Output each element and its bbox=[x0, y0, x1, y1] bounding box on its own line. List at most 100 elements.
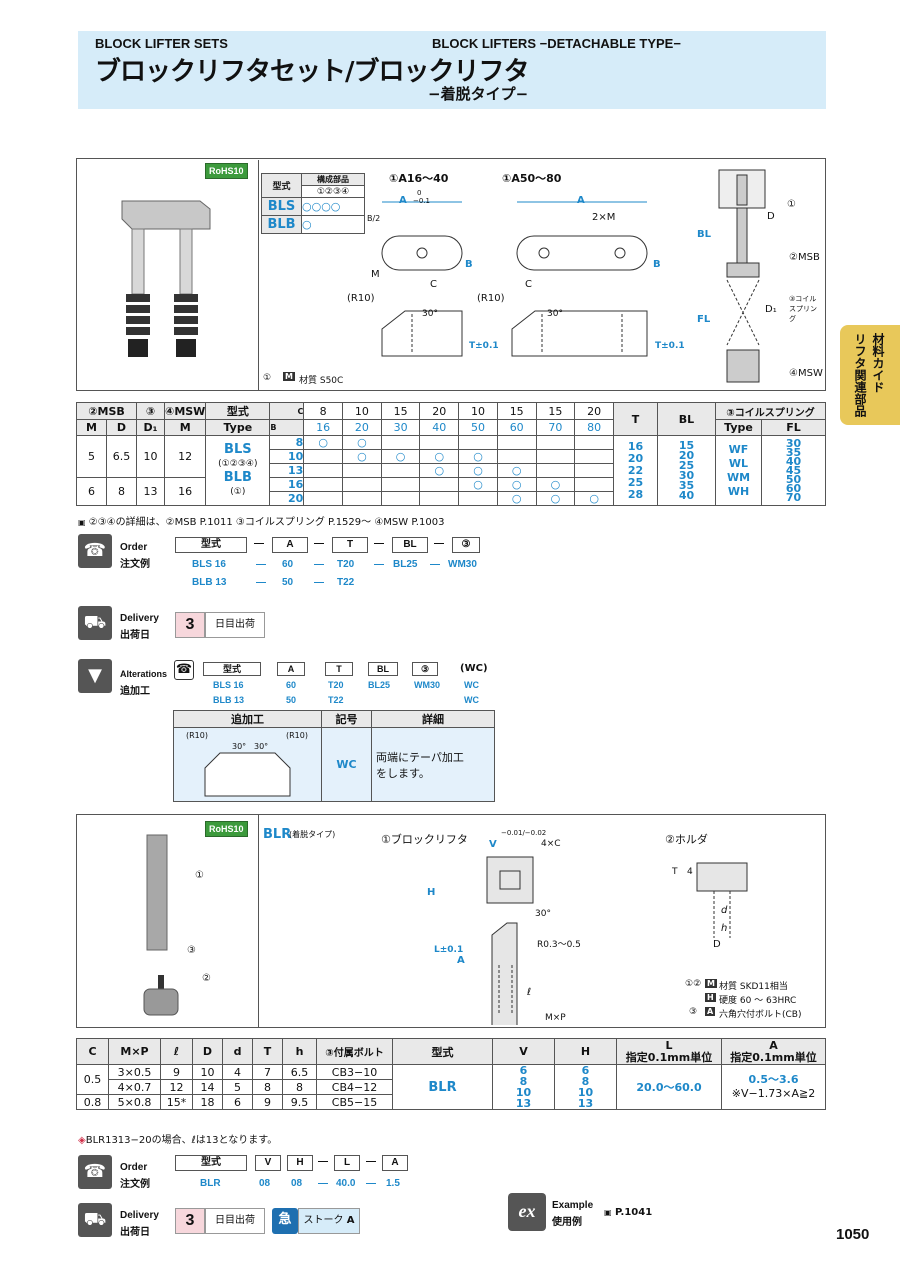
holder-dim-h: h bbox=[721, 923, 728, 934]
dim-a-fig2: A bbox=[577, 195, 585, 206]
order-box-a: A bbox=[272, 537, 308, 553]
dim-t-fig2: T±0.1 bbox=[655, 341, 685, 351]
alterations-label-en: Alterations bbox=[120, 669, 168, 679]
blr-c: 0.8 bbox=[76, 1094, 109, 1110]
spec-fl-val: 50 bbox=[785, 473, 802, 486]
spec-c-val: 20 bbox=[419, 402, 460, 420]
blr-h: H bbox=[554, 1038, 617, 1065]
blr-l: 15* bbox=[160, 1094, 193, 1110]
spec-h-fl: FL bbox=[761, 419, 826, 436]
blr-h: ℓ bbox=[160, 1038, 193, 1065]
alt-box-a: A bbox=[277, 662, 305, 676]
dim-a-fig1: A bbox=[399, 195, 407, 206]
spec-m: 6 bbox=[76, 477, 107, 506]
spec-c-val: 10 bbox=[458, 402, 498, 420]
phone-icon: ☎ bbox=[78, 534, 112, 568]
drill-icon: ▼ bbox=[78, 659, 112, 693]
material-note: 材質 S50C bbox=[299, 376, 344, 386]
blr-h-a-sub: 指定0.1mm単位 bbox=[730, 1050, 817, 1064]
spec-mark bbox=[574, 435, 614, 450]
dim-tol-01: −0.1 bbox=[413, 197, 430, 205]
blr-note-nums: ①② bbox=[685, 979, 702, 989]
blr-h: 9.5 bbox=[282, 1094, 317, 1110]
blr-dim-ell: ℓ bbox=[527, 987, 532, 998]
blr-d: 6 bbox=[222, 1094, 253, 1110]
spec-mark: ○ bbox=[458, 449, 498, 464]
blr-mp: 3×0.5 bbox=[108, 1064, 161, 1080]
page-header: BLOCK LIFTER SETS BLOCK LIFTERS −DETACHA… bbox=[78, 31, 826, 109]
spec-fl-val: 45 bbox=[785, 464, 802, 477]
blr-h: T bbox=[252, 1038, 283, 1065]
order2-ex-h: 08 bbox=[291, 1178, 303, 1189]
spec-mark: ○ bbox=[303, 435, 344, 450]
category-side-tab[interactable]: 材料カイド リフタ関連部品 bbox=[840, 325, 900, 425]
alt-wc: (WC) bbox=[460, 663, 488, 674]
alt-ex2: WC bbox=[464, 695, 479, 705]
blr-T: 7 bbox=[252, 1064, 283, 1080]
order-ex1-bl: BL25 bbox=[393, 559, 418, 570]
blr-title-sub: (着脱タイプ) bbox=[289, 830, 336, 839]
parts-nums: ①②③④ bbox=[301, 185, 365, 198]
example-label-jp: 使用例 bbox=[552, 1217, 582, 1228]
stock-text: ストーク bbox=[303, 1215, 344, 1226]
example-page: P.1041 bbox=[615, 1207, 653, 1218]
example-label-en: Example bbox=[552, 1200, 594, 1211]
assy-label-msb: ②MSB bbox=[789, 252, 820, 263]
order-ex1-a: 60 bbox=[282, 559, 294, 570]
dim-r10-fig2: (R10) bbox=[477, 293, 505, 304]
spec-mark bbox=[458, 435, 498, 450]
fig1-title: ①A16～40 bbox=[389, 172, 449, 185]
spec-c-val: 8 bbox=[303, 402, 344, 420]
dim-30-fig2: 30° bbox=[547, 309, 563, 319]
spec-note: ▣ ②③④の詳細は、②MSB P.1011 ③コイルスプリング P.1529～ … bbox=[78, 517, 445, 528]
holder-dim-t: T bbox=[672, 867, 678, 877]
blr-dim-30: 30° bbox=[535, 909, 551, 919]
spec-mark: ○ bbox=[342, 449, 382, 464]
holder-dim-D: D bbox=[713, 939, 721, 950]
dim-b2: B/2 bbox=[367, 214, 381, 223]
spec-h-c: C bbox=[269, 402, 305, 420]
dim-30-fig1: 30° bbox=[422, 309, 438, 319]
spec-b-val: 16 bbox=[269, 477, 305, 492]
dim-r10-fig1: (R10) bbox=[347, 293, 375, 304]
spec-d1: 10 bbox=[136, 435, 165, 478]
spec-b-val: 10 bbox=[269, 449, 305, 464]
wc-taper-drawing bbox=[204, 752, 290, 797]
example-link[interactable]: ▣ P.1041 bbox=[604, 1207, 653, 1218]
order-box-bl: BL bbox=[392, 537, 428, 553]
spec-table-bls-blb: ②MSB ③ ④MSW 型式 C 8 10 15 20 10 15 15 20 … bbox=[76, 402, 826, 506]
product-photo-blr bbox=[143, 834, 179, 1016]
spec-mark: ○ bbox=[458, 477, 498, 492]
spec-mark bbox=[380, 435, 421, 450]
spec-c-val: 20 bbox=[574, 402, 614, 420]
order-ex1-t: T20 bbox=[337, 559, 355, 570]
blr-h-l-sub: 指定0.1mm単位 bbox=[625, 1050, 713, 1064]
blr-h-a: A bbox=[769, 1038, 778, 1052]
spec-h-coil: ③コイルスプリング bbox=[715, 402, 826, 420]
blr-v: 10 bbox=[515, 1086, 532, 1099]
alt-r10-left: (R10) bbox=[186, 731, 208, 740]
product-panel-blr: RoHS10 ① ③ ② BLR (着脱タイプ) ①ブロックリフタ ②ホルダ V… bbox=[76, 814, 826, 1028]
alt-ex1: T20 bbox=[328, 680, 344, 690]
blr-h: d bbox=[222, 1038, 253, 1065]
alt-detail-2: をします。 bbox=[376, 766, 430, 780]
order-box-coil: ③ bbox=[452, 537, 480, 553]
parts-table: 型式 構成部品 ①②③④ BLS○○○○ BLB○ bbox=[261, 173, 365, 234]
alt-ex1: WC bbox=[464, 680, 479, 690]
spec-a-val: 60 bbox=[496, 419, 537, 436]
order2-ex-type: BLR bbox=[200, 1178, 221, 1189]
spec-fl-val: 70 bbox=[785, 491, 802, 504]
type-blb: BLB bbox=[223, 469, 252, 485]
order-ex2-t: T22 bbox=[337, 577, 355, 588]
spec-h-type: Type bbox=[205, 419, 271, 436]
stock-a: A bbox=[346, 1215, 355, 1226]
spec-b-val: 13 bbox=[269, 463, 305, 478]
spec-fl-val: 30 bbox=[785, 437, 802, 450]
product-panel-bls-blb: RoHS10 型式 構成部品 ①②③④ BLS○○○○ BLB○ ①A16～40… bbox=[76, 158, 826, 391]
blr-note-text: 硬度 60 ～ 63HRC bbox=[719, 996, 797, 1006]
spec-mark: ○ bbox=[496, 477, 537, 492]
holder-drawing bbox=[696, 862, 748, 938]
blr-v: 13 bbox=[515, 1097, 532, 1110]
spec-h-msb: ②MSB bbox=[76, 402, 137, 420]
spec-d: 8 bbox=[106, 477, 137, 506]
